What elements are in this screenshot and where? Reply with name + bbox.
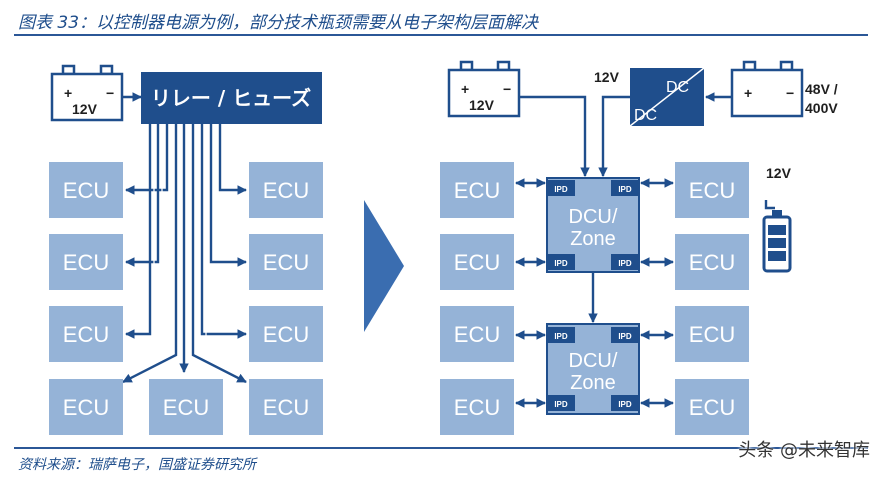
left-ecu-2: ECU	[49, 234, 123, 290]
ecu-label: ECU	[163, 395, 209, 420]
ecu-label: ECU	[63, 322, 109, 347]
ipd-label: IPD	[554, 332, 568, 341]
left-ecu-4: ECU	[49, 379, 123, 435]
zone-ecu-left-4: ECU	[440, 379, 514, 435]
dcu-line1: DCU/	[569, 350, 618, 372]
hv-battery-label-1: 48V /	[805, 81, 838, 97]
dcdc-top-label: DC	[666, 79, 689, 96]
dcdc-bottom-label: DC	[634, 107, 657, 124]
zone-ecu-left-2: ECU	[440, 234, 514, 290]
ipd-label: IPD	[618, 332, 632, 341]
zone-ecu-left-1: ECU	[440, 162, 514, 218]
ecu-label: ECU	[689, 250, 735, 275]
left-ecu-1: ECU	[49, 162, 123, 218]
svg-text:+: +	[744, 85, 752, 101]
ecu-label: ECU	[263, 250, 309, 275]
ecu-label: ECU	[263, 322, 309, 347]
left-ecu-3: ECU	[49, 306, 123, 362]
ecu-label: ECU	[63, 395, 109, 420]
right-ecu-4: ECU	[249, 379, 323, 435]
right-ecu-1: ECU	[249, 162, 323, 218]
ecu-label: ECU	[63, 250, 109, 275]
battery-12v-label: 12V	[469, 97, 495, 113]
battery-12v-icon: + − 12V	[447, 60, 521, 118]
dcu-zone-bottom: DCU/ Zone IPD IPD IPD IPD	[546, 323, 640, 415]
backup-battery-icon	[762, 210, 792, 273]
right-ecu-3: ECU	[249, 306, 323, 362]
right-ecu-2: ECU	[249, 234, 323, 290]
watermark: 头条 @未来智库	[738, 440, 870, 461]
dcu-ecu-links	[515, 178, 674, 408]
relay-fuse-box: リレー / ヒューズ	[141, 72, 322, 124]
battery-to-dcu-arrow	[519, 95, 590, 177]
ecu-label: ECU	[454, 250, 500, 275]
backup-12v-label: 12V	[766, 165, 792, 181]
dcu-line1: DCU/	[569, 206, 618, 228]
ecu-label: ECU	[263, 178, 309, 203]
dcu-line2: Zone	[570, 228, 616, 250]
figure-title: 图表 33：以控制器电源为例，部分技术瓶颈需要从电子架构层面解决	[18, 13, 539, 33]
ecu-label: ECU	[689, 322, 735, 347]
top-rule	[14, 34, 868, 36]
bottom-rule	[14, 447, 868, 449]
figure-source: 资料来源：瑞萨电子，国盛证券研究所	[18, 457, 256, 473]
zone-ecu-left-3: ECU	[440, 306, 514, 362]
battery-12v-label: 12V	[72, 101, 98, 117]
ecu-label: ECU	[263, 395, 309, 420]
battery-hv-icon: + −	[730, 60, 804, 118]
zone-ecu-right-2: ECU	[675, 234, 749, 290]
ecu-label: ECU	[63, 178, 109, 203]
svg-text:+: +	[461, 81, 469, 97]
ecu-label: ECU	[454, 178, 500, 203]
transition-chevron-icon	[364, 200, 404, 332]
dcdc-converter: DC DC	[629, 67, 705, 127]
relay-fuse-label: リレー / ヒューズ	[151, 86, 311, 110]
ecu-label: ECU	[689, 395, 735, 420]
svg-text:−: −	[786, 85, 794, 101]
dcu-zone-top: DCU/ Zone IPD IPD IPD IPD	[546, 177, 640, 273]
hv-battery-label-2: 400V	[805, 100, 838, 116]
dcu-line2: Zone	[570, 372, 616, 394]
ipd-label: IPD	[618, 400, 632, 409]
ipd-label: IPD	[554, 400, 568, 409]
center-ecu: ECU	[149, 379, 223, 435]
svg-text:−: −	[503, 81, 511, 97]
wire-harness	[122, 124, 247, 384]
backup-link	[764, 200, 775, 210]
ipd-label: IPD	[618, 185, 632, 194]
ipd-label: IPD	[554, 259, 568, 268]
zone-ecu-right-4: ECU	[675, 379, 749, 435]
zone-ecu-right-3: ECU	[675, 306, 749, 362]
ecu-label: ECU	[454, 395, 500, 420]
svg-text:−: −	[106, 85, 114, 101]
dcdc-output-label: 12V	[594, 69, 620, 85]
ipd-label: IPD	[618, 259, 632, 268]
ecu-label: ECU	[689, 178, 735, 203]
ecu-label: ECU	[454, 322, 500, 347]
ipd-label: IPD	[554, 185, 568, 194]
svg-text:+: +	[64, 85, 72, 101]
battery-icon: + − 12V	[50, 64, 124, 122]
zone-ecu-right-1: ECU	[675, 162, 749, 218]
dcdc-to-dcu-arrow	[598, 95, 630, 177]
